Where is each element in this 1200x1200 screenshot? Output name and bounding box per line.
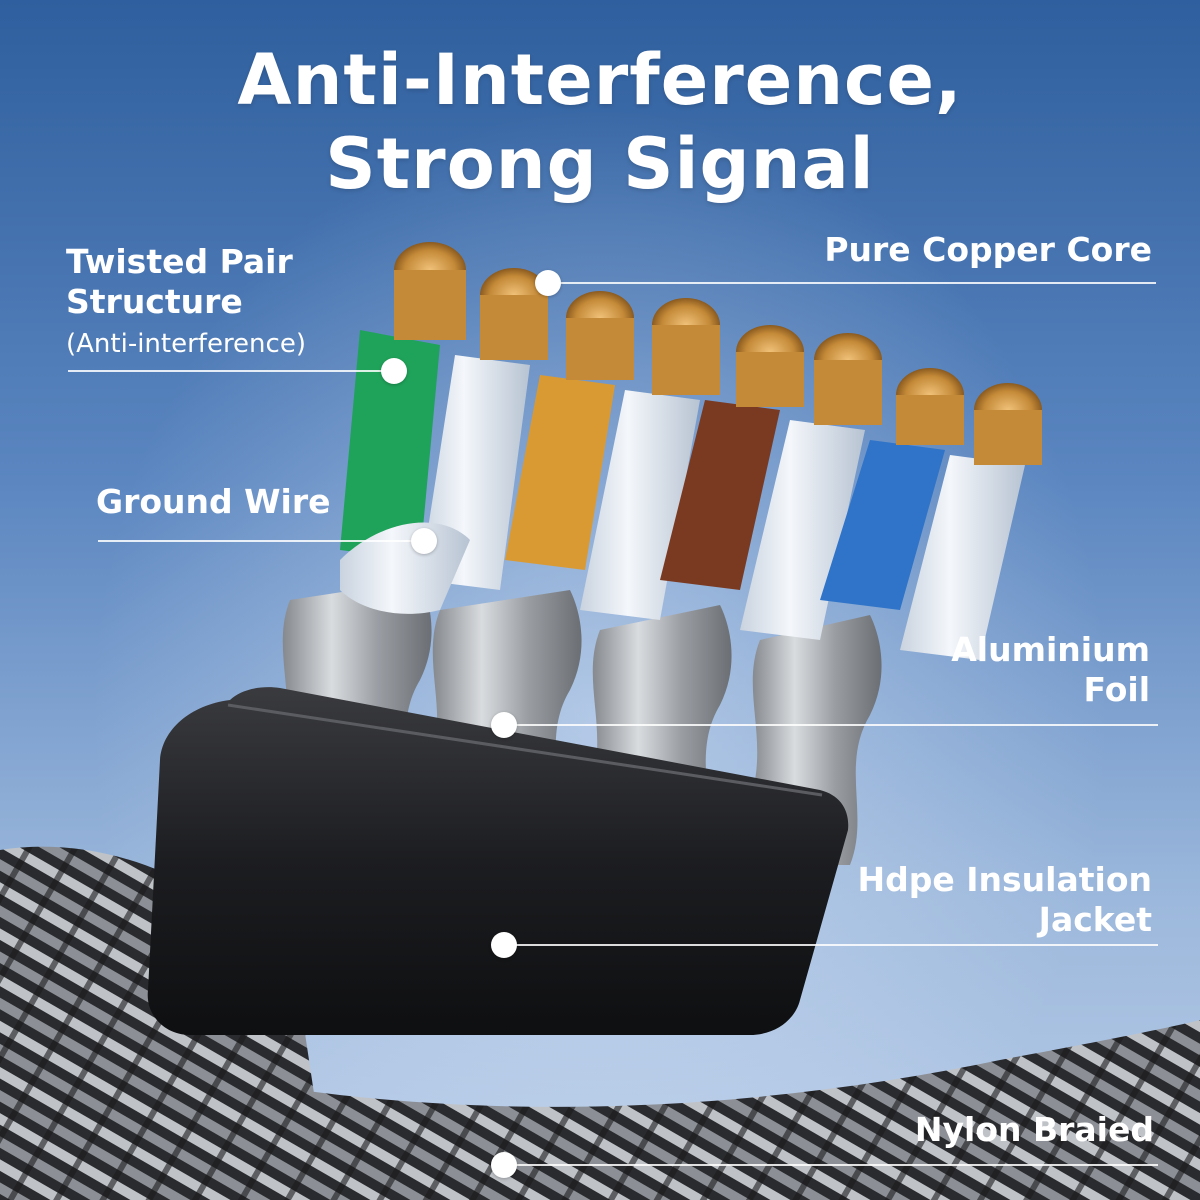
ground-wire-label: Ground Wire <box>96 482 331 521</box>
nylon-braided-label: Nylon Braied <box>914 1110 1154 1149</box>
twisted-pair-marker <box>381 358 407 384</box>
twisted-pair-label-line-2: Structure <box>66 282 243 321</box>
hdpe-jacket-label-line-1: Hdpe Insulation <box>857 860 1152 899</box>
copper-cores <box>394 242 1042 465</box>
hdpe-jacket-marker <box>491 932 517 958</box>
pure-copper-core-leader-line <box>548 282 1156 284</box>
hdpe-jacket-leader-line <box>504 944 1158 946</box>
pure-copper-core-marker <box>535 270 561 296</box>
nylon-braided-marker <box>491 1152 517 1178</box>
page-title-line-1: Anti-Interference, <box>237 39 963 121</box>
twisted-pair-leader-line <box>68 370 394 372</box>
aluminium-foil-label-line-1: Aluminium <box>951 630 1150 669</box>
twisted-pair-label-line-1: Twisted Pair <box>66 242 293 281</box>
page-title-line-2: Strong Signal <box>325 123 875 205</box>
aluminium-foil-leader-line <box>504 724 1158 726</box>
pure-copper-core-label: Pure Copper Core <box>824 230 1152 269</box>
hdpe-jacket-label-line-2: Jacket <box>1038 900 1152 939</box>
aluminium-foil-marker <box>491 712 517 738</box>
nylon-braided-leader-line <box>504 1164 1158 1166</box>
twisted-pair-note: (Anti-interference) <box>66 329 306 359</box>
aluminium-foil-label-line-2: Foil <box>1083 670 1151 709</box>
hdpe-jacket <box>147 687 849 1035</box>
ground-wire-leader-line <box>98 540 424 542</box>
ground-wire-marker <box>411 528 437 554</box>
insulated-wires <box>340 330 1025 660</box>
